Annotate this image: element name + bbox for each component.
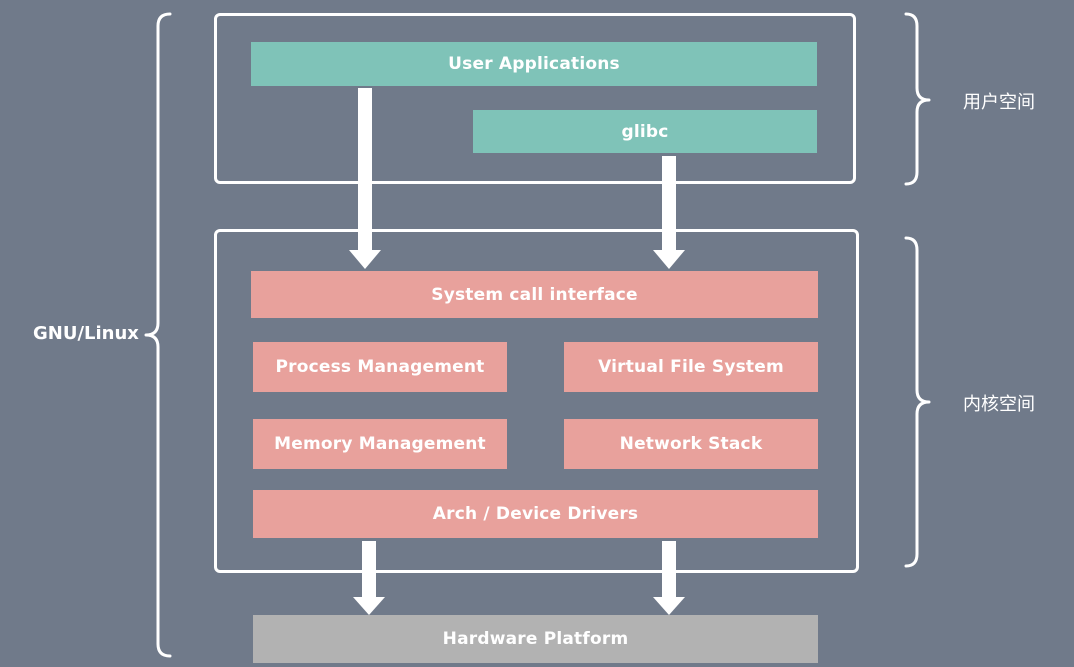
kernel-space-brace: [904, 236, 931, 568]
user-space-brace: [904, 12, 931, 186]
virtual-file-system-block: Virtual File System: [564, 342, 818, 392]
gnu-linux-brace: [144, 12, 172, 658]
process-management-block: Process Management: [253, 342, 507, 392]
user-space-frame: [214, 13, 856, 184]
glibc-block: glibc: [473, 110, 817, 153]
user-space-label: 用户空间: [963, 92, 1035, 113]
arrow-drivers-to-hardware-left: [353, 541, 385, 615]
memory-management-block: Memory Management: [253, 419, 507, 469]
arrow-glibc-to-kernel: [653, 156, 685, 269]
hardware-platform-block: Hardware Platform: [253, 615, 818, 663]
user-applications-block: User Applications: [251, 42, 817, 86]
network-stack-block: Network Stack: [564, 419, 818, 469]
arrow-apps-to-kernel: [349, 88, 381, 269]
system-call-interface-block: System call interface: [251, 271, 818, 318]
arch-device-drivers-block: Arch / Device Drivers: [253, 490, 818, 538]
kernel-space-frame: [214, 229, 859, 573]
kernel-space-label: 内核空间: [963, 394, 1035, 415]
arrow-drivers-to-hardware-right: [653, 541, 685, 615]
gnu-linux-label: GNU/Linux: [33, 323, 139, 344]
